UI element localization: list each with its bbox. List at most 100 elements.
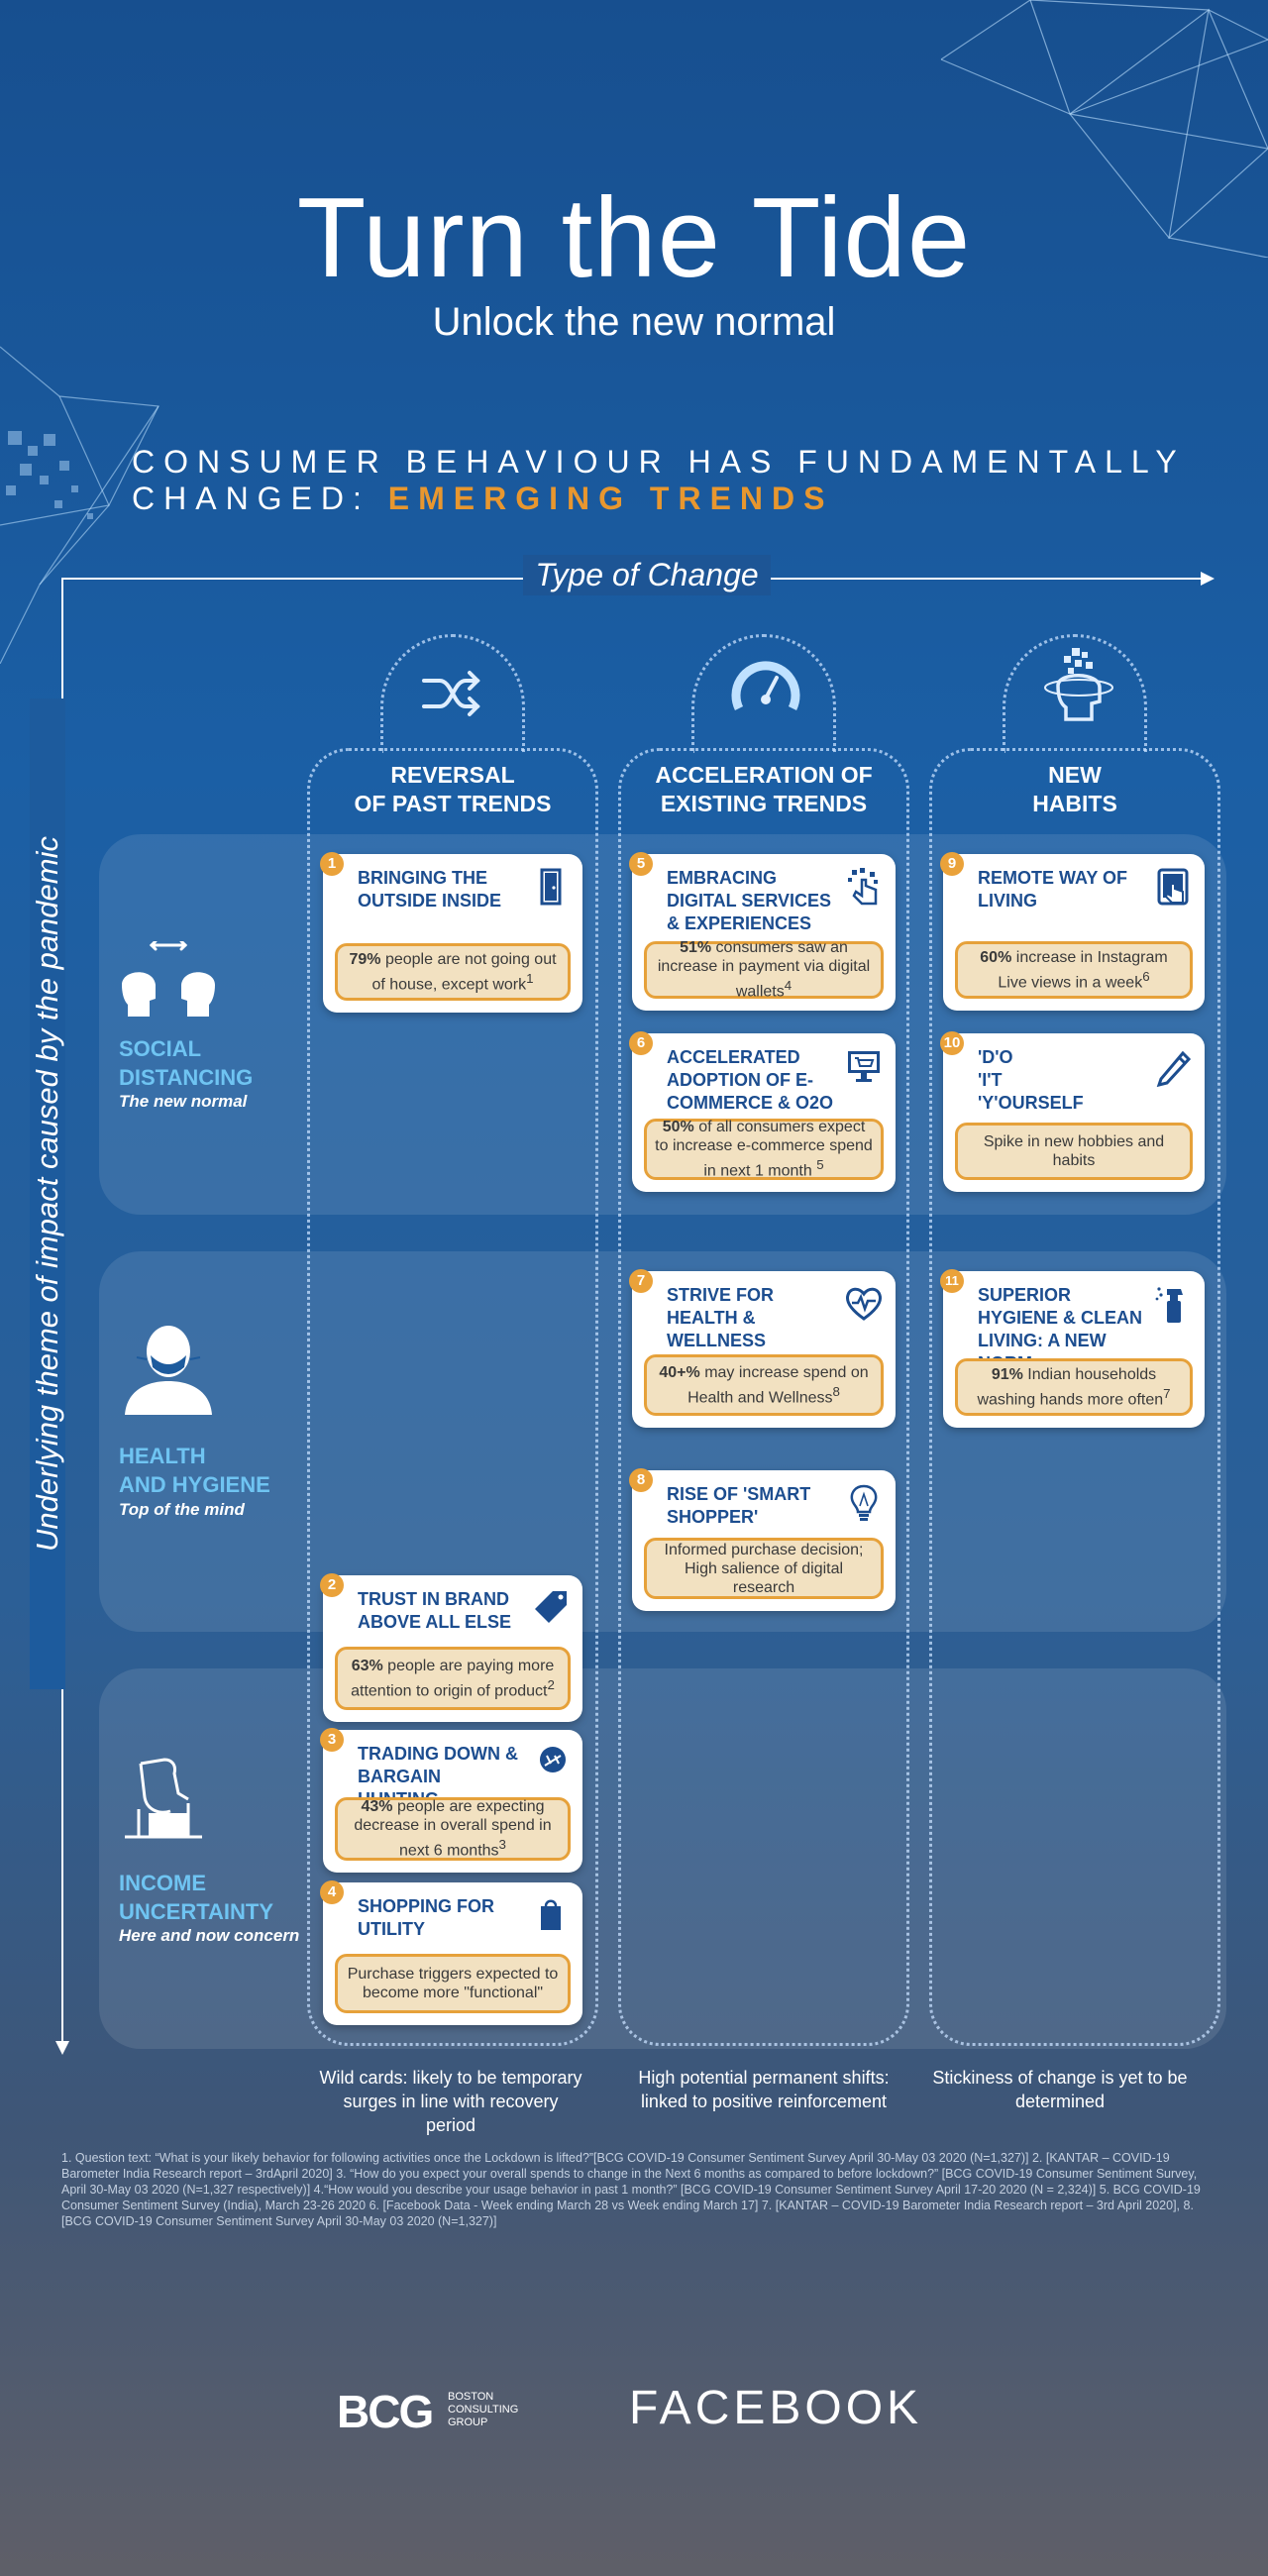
- card-title-line: ACCELERATED: [667, 1047, 800, 1067]
- card-title-line: OUTSIDE INSIDE: [358, 891, 502, 911]
- card-number-badge: 11: [940, 1269, 964, 1293]
- theme-label-line: UNCERTAINTY: [119, 1899, 274, 1924]
- card-title-line: DIGITAL SERVICES: [667, 891, 832, 911]
- card-title: RISE OF 'SMART SHOPPER': [667, 1483, 838, 1529]
- hand-wallet-icon: [125, 1758, 202, 1839]
- card-title-line: 'D'O: [978, 1047, 1013, 1067]
- theme-label-line: HEALTH: [119, 1444, 206, 1468]
- stat-text: consumers saw an increase in payment via…: [657, 939, 871, 1001]
- column-note-acceleration: High potential permanent shifts: linked …: [638, 2068, 890, 2111]
- trend-card-1: 1 BRINGING THE OUTSIDE INSIDE 79% people …: [320, 852, 582, 1013]
- card-title-line: RISE OF 'SMART: [667, 1484, 811, 1504]
- stat-text: Indian households washing hands more oft…: [977, 1365, 1164, 1409]
- card-title-line: & EXPERIENCES: [667, 913, 812, 933]
- card-stat: 51% consumers saw an increase in payment…: [644, 939, 884, 1001]
- theme-label-income-uncertainty: INCOME UNCERTAINTY: [119, 1869, 273, 1926]
- bcg-subtext-line: GROUP: [448, 2416, 488, 2428]
- trend-card-2: 2 TRUST IN BRAND ABOVE ALL ELSE 63% peopl…: [320, 1573, 582, 1722]
- theme-subtitle-income-uncertainty: Here and now concern: [119, 1926, 300, 1945]
- spray-bottle-icon: [1155, 1287, 1183, 1323]
- card-stat: 63% people are paying more attention to …: [335, 1647, 571, 1710]
- headline-line-2: CHANGED: EMERGING TRENDS: [132, 481, 833, 517]
- bcg-subtext-line: CONSULTING: [448, 2404, 519, 2415]
- card-title-line: REMOTE WAY OF: [978, 868, 1128, 888]
- column-note-reversal: Wild cards: likely to be temporary surge…: [319, 2068, 582, 2135]
- card-stat: 40+% may increase spend on Health and We…: [644, 1354, 884, 1416]
- page-subtitle: Unlock the new normal: [432, 300, 836, 344]
- footnote-ref: 6: [1142, 968, 1150, 984]
- card-title-line: SUPERIOR: [978, 1285, 1072, 1305]
- card-title-line: SHOPPER': [667, 1507, 759, 1527]
- card-number-badge: 9: [940, 852, 964, 876]
- theme-label-line: INCOME: [119, 1871, 206, 1895]
- footnote-ref: 8: [832, 1383, 840, 1399]
- shopping-bag-icon: [541, 1899, 561, 1930]
- vertical-axis-arrow: [55, 2041, 69, 2055]
- stat-text: Purchase triggers expected to become mor…: [347, 1966, 559, 2001]
- bcg-subtext-line: BOSTON: [448, 2391, 494, 2403]
- column-header-line: OF PAST TRENDS: [354, 791, 552, 816]
- card-title-line: HEALTH & WELLNESS: [667, 1308, 767, 1350]
- card-number-badge: 4: [320, 1880, 344, 1904]
- stat-text: people are not going out of house, excep…: [371, 950, 557, 994]
- band-income-uncertainty: [99, 1668, 1226, 2049]
- theme-subtitle-health-hygiene: Top of the mind: [119, 1500, 245, 1519]
- facebook-logo: FACEBOOK: [629, 2382, 923, 2434]
- stat-highlight: 40+%: [659, 1363, 700, 1381]
- card-title-line: COMMERCE & O2O: [667, 1093, 834, 1113]
- column-header-reversal: REVERSAL OF PAST TRENDS: [307, 761, 598, 818]
- card-number-badge: 10: [940, 1031, 964, 1055]
- footnotes: 1. Question text: “What is your likely b…: [61, 2151, 1201, 2228]
- column-note-new-habits: Stickiness of change is yet to be determ…: [932, 2068, 1188, 2111]
- headline-line-1: CONSUMER BEHAVIOUR HAS FUNDAMENTALLY: [132, 444, 1186, 480]
- card-title-line: TRUST IN BRAND: [358, 1589, 509, 1609]
- card-title-line: EMBRACING: [667, 868, 777, 888]
- card-title-line: SHOPPING FOR: [358, 1896, 495, 1916]
- column-header-new-habits: NEW HABITS: [929, 761, 1220, 818]
- card-stat: 50% of all consumers expect to increase …: [644, 1119, 884, 1180]
- theme-label-line: AND HYGIENE: [119, 1472, 270, 1497]
- footnote-ref: 3: [498, 1837, 506, 1853]
- card-title-line: ABOVE ALL ELSE: [358, 1612, 512, 1632]
- card-title-line: 'Y'OURSELF: [978, 1093, 1084, 1113]
- theme-subtitle-social-distancing: The new normal: [119, 1092, 248, 1111]
- card-title: 'D'O'I'T'Y'OURSELF: [978, 1046, 1147, 1115]
- card-number-badge: 3: [320, 1728, 344, 1752]
- horizontal-axis-arrow: [1201, 572, 1215, 586]
- trend-card-5: 5 EMBRACING DIGITAL SERVICES& EXPERIENCES…: [629, 852, 896, 1011]
- stat-text: may increase spend on Health and Wellnes…: [687, 1363, 869, 1407]
- horizontal-axis-label: Type of Change: [523, 555, 771, 595]
- column-header-line: EXISTING TRENDS: [660, 791, 868, 816]
- card-stat: 43% people are expecting decrease in ove…: [335, 1797, 571, 1861]
- card-stat: 79% people are not going out of house, e…: [335, 943, 571, 1001]
- vertical-axis-label: Underlying theme of impact caused by the…: [30, 698, 65, 1689]
- heart-pulse-icon: [846, 1287, 882, 1321]
- trend-card-3: 3 TRADING DOWN &BARGAIN HUNTING 43% peop…: [320, 1728, 582, 1873]
- card-title-line: BRINGING THE: [358, 868, 488, 888]
- stat-highlight: 60%: [980, 948, 1012, 966]
- card-number-badge: 5: [629, 852, 653, 876]
- column-tab-new-habits: [1003, 634, 1147, 753]
- card-title-line: HYGIENE & CLEAN: [978, 1308, 1143, 1328]
- trend-card-10: 10 'D'O'I'T'Y'OURSELF Spike in new hobbi…: [940, 1031, 1205, 1192]
- speedometer-icon: [731, 661, 800, 710]
- footnote-ref: 4: [784, 978, 792, 994]
- card-number-badge: 7: [629, 1269, 653, 1293]
- footnote-ref: 7: [1163, 1385, 1171, 1401]
- card-stat: 91% Indian households washing hands more…: [955, 1358, 1193, 1416]
- card-number-badge: 2: [320, 1573, 344, 1597]
- headline-accent: EMERGING TRENDS: [387, 481, 834, 516]
- stat-highlight: 43%: [361, 1798, 393, 1816]
- two-heads-distance-icon: [122, 941, 215, 1017]
- tablet-touch-icon: [1157, 868, 1189, 906]
- stat-text: Spike in new hobbies and habits: [983, 1133, 1165, 1169]
- card-number-badge: 1: [320, 852, 344, 876]
- door-icon: [540, 868, 562, 906]
